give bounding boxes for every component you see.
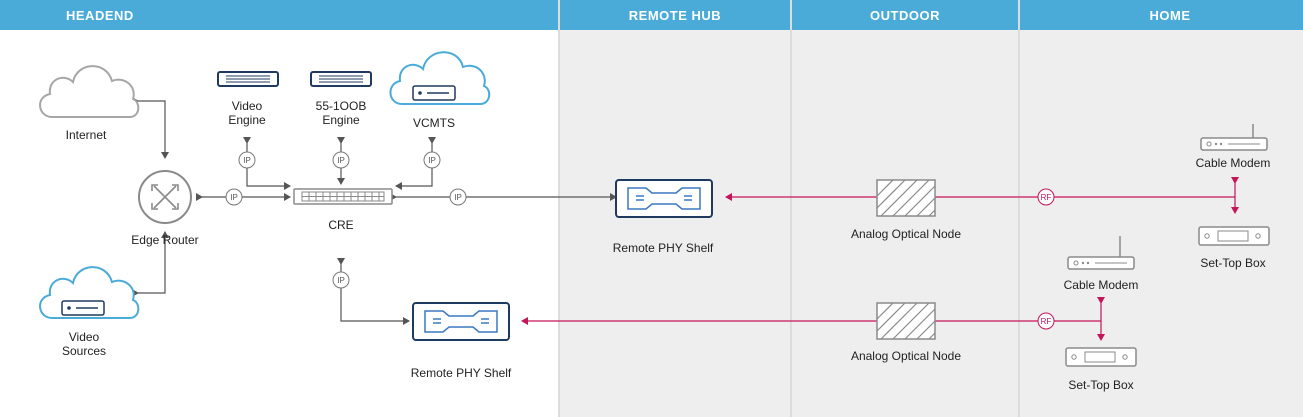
cre-label: CRE bbox=[328, 218, 353, 232]
set-top-box-top-label: Set-Top Box bbox=[1200, 256, 1265, 270]
svg-text:IP: IP bbox=[337, 156, 345, 165]
header-label-headend: HEADEND bbox=[66, 8, 134, 23]
header-headend bbox=[0, 0, 558, 30]
svg-text:IP: IP bbox=[243, 156, 251, 165]
cable-modem-icon bbox=[1200, 124, 1268, 151]
analog-node-bottom-label: Analog Optical Node bbox=[851, 349, 961, 363]
video-engine-node: Video Engine bbox=[217, 71, 279, 127]
ip-badge: IP bbox=[238, 151, 256, 169]
rf-badges: RF RF bbox=[1037, 188, 1055, 330]
analog-node-top-node: Analog Optical Node bbox=[851, 179, 961, 241]
rf-badge: RF bbox=[1037, 188, 1055, 206]
vcmts-server-icon bbox=[412, 85, 456, 101]
remote-phy-shelf-icon bbox=[615, 179, 713, 218]
svg-text:RF: RF bbox=[1041, 317, 1052, 326]
remote-phy-shelf-bottom-label: Remote PHY Shelf bbox=[411, 366, 512, 380]
svg-text:IP: IP bbox=[454, 193, 462, 202]
remote-phy-shelf-icon bbox=[412, 302, 510, 341]
ip-badge: IP bbox=[225, 188, 243, 206]
remote-phy-shelf-top-node: Remote PHY Shelf bbox=[613, 179, 714, 255]
cable-modem-top-label: Cable Modem bbox=[1196, 156, 1271, 170]
set-top-box-bottom-node: Set-Top Box bbox=[1065, 347, 1137, 392]
cloud-icon bbox=[39, 65, 140, 118]
internet-label: Internet bbox=[66, 128, 107, 142]
cre-node: CRE bbox=[293, 188, 393, 232]
header-remote-hub bbox=[560, 0, 790, 30]
router-icon bbox=[138, 170, 192, 224]
video-engine-label: Engine bbox=[228, 113, 266, 127]
remote-phy-shelf-bottom-node: Remote PHY Shelf bbox=[411, 302, 512, 380]
set-top-box-icon bbox=[1198, 226, 1270, 246]
header-home bbox=[1020, 0, 1303, 30]
link-sources-router bbox=[132, 231, 169, 297]
analog-optical-node-icon bbox=[876, 179, 936, 217]
edge-router-label: Edge Router bbox=[131, 233, 198, 247]
video-sources-label: Sources bbox=[62, 344, 106, 358]
ip-badge: IP bbox=[423, 151, 441, 169]
analog-optical-node-icon bbox=[876, 302, 936, 340]
ip-badges: IP IP IP IP IP IP bbox=[225, 151, 467, 289]
svg-text:RF: RF bbox=[1041, 193, 1052, 202]
header-label-remote-hub: REMOTE HUB bbox=[629, 8, 721, 23]
set-top-box-icon bbox=[1065, 347, 1137, 367]
header-bar: HEADEND REMOTE HUB OUTDOOR HOME bbox=[0, 0, 1303, 30]
rf-links bbox=[521, 177, 1239, 341]
set-top-box-top-node: Set-Top Box bbox=[1198, 226, 1270, 270]
oob-engine-node: 55-1OOB Engine bbox=[310, 71, 372, 127]
edge-router-node: Edge Router bbox=[131, 170, 199, 247]
server-blade-icon bbox=[310, 71, 372, 87]
analog-node-bottom-node: Analog Optical Node bbox=[851, 302, 961, 363]
vcmts-label: VCMTS bbox=[413, 116, 455, 130]
ip-badge: IP bbox=[332, 151, 350, 169]
set-top-box-bottom-label: Set-Top Box bbox=[1068, 378, 1133, 392]
video-engine-label: Video bbox=[232, 99, 263, 113]
cable-modem-top-node: Cable Modem bbox=[1196, 124, 1271, 170]
internet-node: Internet bbox=[39, 65, 140, 142]
section-bg-home bbox=[1020, 0, 1303, 417]
rf-badge: RF bbox=[1037, 312, 1055, 330]
oob-engine-label: 55-1OOB bbox=[316, 99, 367, 113]
svg-text:IP: IP bbox=[428, 156, 436, 165]
cable-modem-bottom-label: Cable Modem bbox=[1064, 278, 1139, 292]
server-blade-icon bbox=[217, 71, 279, 87]
cable-modem-bottom-node: Cable Modem bbox=[1064, 236, 1139, 292]
header-label-home: HOME bbox=[1150, 8, 1191, 23]
svg-text:IP: IP bbox=[337, 276, 345, 285]
switch-icon bbox=[293, 188, 393, 205]
header-label-outdoor: OUTDOOR bbox=[870, 8, 940, 23]
svg-text:IP: IP bbox=[230, 193, 238, 202]
cable-modem-icon bbox=[1067, 236, 1135, 270]
header-outdoor bbox=[792, 0, 1018, 30]
video-sources-node: Video Sources bbox=[39, 266, 140, 358]
remote-phy-shelf-top-label: Remote PHY Shelf bbox=[613, 241, 714, 255]
oob-engine-label: Engine bbox=[322, 113, 360, 127]
ip-badge: IP bbox=[332, 271, 350, 289]
analog-node-top-label: Analog Optical Node bbox=[851, 227, 961, 241]
video-server-icon bbox=[61, 300, 105, 316]
link-internet-router bbox=[132, 97, 169, 159]
vcmts-node: VCMTS bbox=[389, 51, 491, 130]
video-sources-label: Video bbox=[69, 330, 100, 344]
ip-badge: IP bbox=[449, 188, 467, 206]
